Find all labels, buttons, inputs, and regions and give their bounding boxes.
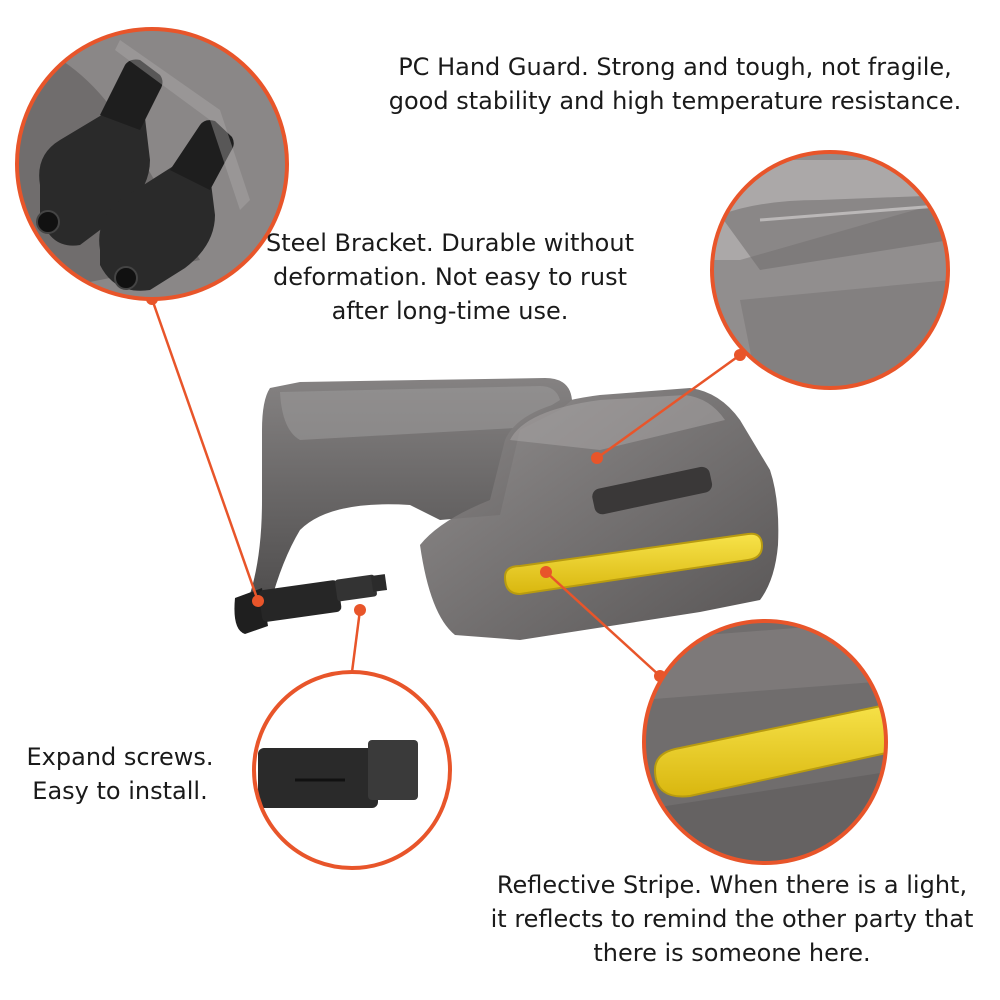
zoom-expand-screws (252, 670, 452, 870)
caption-line: PC Hand Guard. Strong and tough, not fra… (398, 53, 952, 81)
zoom-pc-guard (710, 150, 950, 390)
caption-line: Easy to install. (32, 777, 208, 805)
callout-lines (150, 298, 741, 677)
caption-reflective-stripe: Reflective Stripe. When there is a light… (452, 868, 1000, 970)
zoom-reflective-stripe (642, 619, 888, 865)
hand-guard-rear (248, 378, 572, 605)
caption-line: Steel Bracket. Durable without (266, 229, 634, 257)
bracket-assembly (234, 574, 388, 634)
caption-expand-screws: Expand screws. Easy to install. (0, 740, 240, 808)
caption-pc-hand-guard: PC Hand Guard. Strong and tough, not fra… (340, 50, 1000, 118)
caption-line: after long-time use. (331, 297, 569, 325)
zoom-steel-bracket (15, 27, 289, 301)
hand-guard-front (420, 388, 779, 640)
caption-line: deformation. Not easy to rust (272, 263, 628, 291)
caption-steel-bracket: Steel Bracket. Durable without deformati… (230, 226, 670, 328)
caption-line: it reflects to remind the other party th… (490, 905, 974, 933)
caption-line: Expand screws. (26, 743, 214, 771)
caption-line: Reflective Stripe. When there is a light… (496, 871, 968, 899)
caption-line: there is someone here. (593, 939, 871, 967)
caption-line: good stability and high temperature resi… (388, 87, 962, 115)
